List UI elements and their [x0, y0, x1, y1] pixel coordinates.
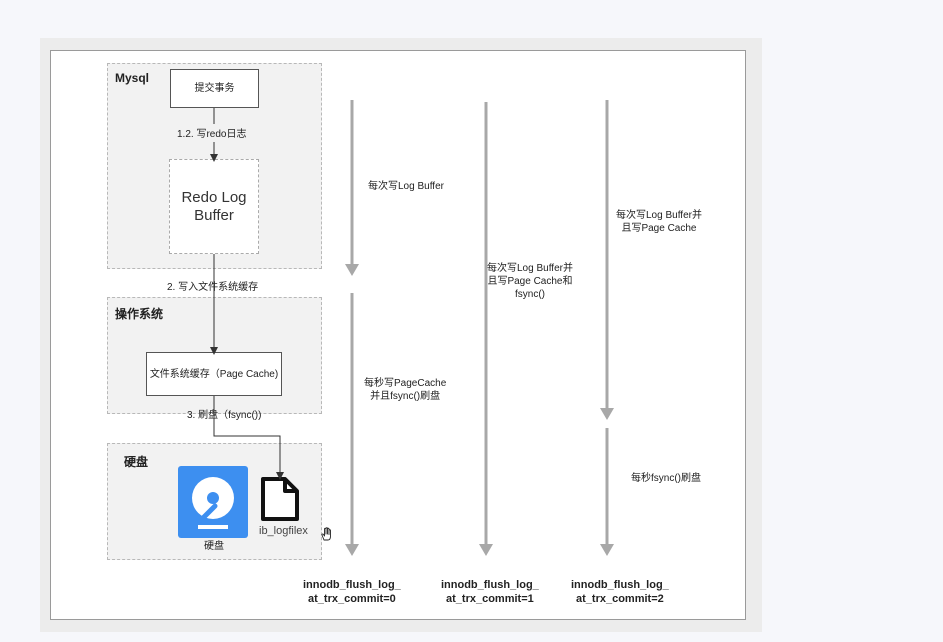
column0-top-note: 每次写Log Buffer: [368, 181, 444, 192]
log-file-icon: [261, 477, 299, 521]
column2-top-note: 每次写Log Buffer并 且写Page Cache: [616, 210, 702, 234]
step3-label: 3. 刷盘（fsync()): [187, 410, 262, 421]
redo-log-buffer-box: Redo Log Buffer: [169, 159, 259, 254]
column0-caption: innodb_flush_log_ at_trx_commit=0: [303, 579, 401, 606]
hard-disk-icon: [178, 466, 248, 538]
step1-label: 1.2. 写redo日志: [177, 129, 247, 140]
column2-caption: innodb_flush_log_ at_trx_commit=2: [571, 579, 669, 606]
fs-cache-box: 文件系统缓存（Page Cache): [146, 352, 282, 396]
column1-top-note: 每次写Log Buffer并 且写Page Cache和 fsync(): [487, 263, 573, 300]
mysql-group-label: Mysql: [115, 71, 150, 85]
column1-caption: innodb_flush_log_ at_trx_commit=1: [441, 579, 539, 606]
disk-icon-label: 硬盘: [204, 541, 224, 552]
hand-cursor-icon: [321, 527, 331, 541]
commit-transaction-box: 提交事务: [170, 69, 259, 108]
step2-label: 2. 写入文件系统缓存: [167, 282, 259, 293]
file-icon-label: ib_logfilex: [259, 525, 308, 537]
column0-bottom-note: 每秒写PageCache 并且fsync()刷盘: [364, 378, 447, 402]
os-group-label: 操作系统: [115, 307, 164, 321]
disk-group-label: 硬盘: [124, 455, 149, 469]
column2-bottom-note: 每秒fsync()刷盘: [631, 473, 701, 484]
redo-log-buffer-label: Redo Log Buffer: [181, 188, 247, 224]
